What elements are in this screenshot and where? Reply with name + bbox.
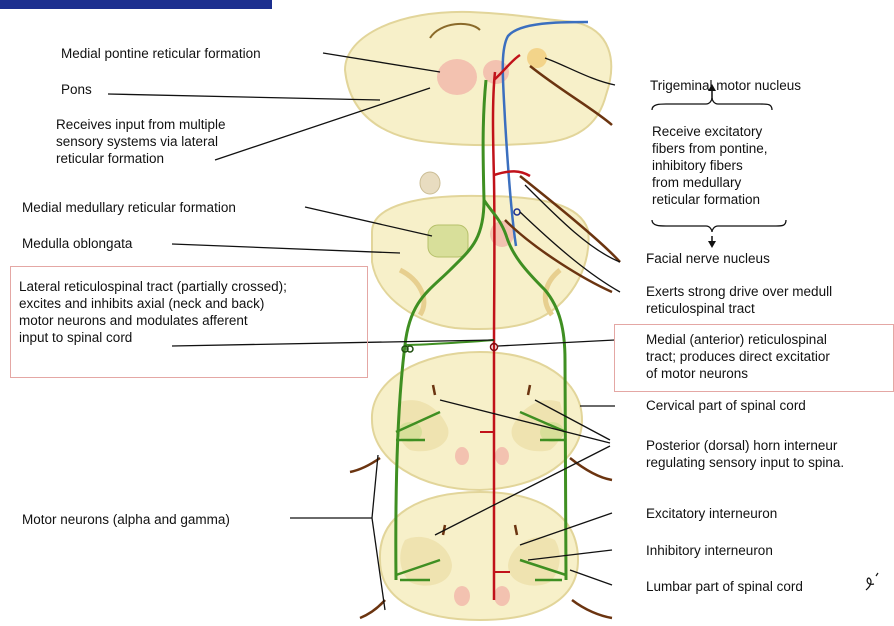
label-facial: Facial nerve nucleus xyxy=(646,250,770,267)
label-inhibitory: Inhibitory interneuron xyxy=(646,542,773,559)
label-lumbar: Lumbar part of spinal cord xyxy=(646,578,803,595)
medial-medullary-nucleus xyxy=(428,225,468,257)
label-trigeminal: Trigeminal motor nucleus xyxy=(650,77,801,94)
label-cervical: Cervical part of spinal cord xyxy=(646,397,806,414)
trigeminal-nucleus xyxy=(527,48,547,68)
pons-section xyxy=(345,12,611,145)
label-posterior-horn: Posterior (dorsal) horn interneur regula… xyxy=(646,437,844,471)
label-medulla: Medulla oblongata xyxy=(22,235,132,252)
label-receives-input: Receives input from multiple sensory sys… xyxy=(56,116,226,167)
label-excitatory: Excitatory interneuron xyxy=(646,505,777,522)
medial-pontine-nucleus xyxy=(437,59,477,95)
label-receive-excitatory: Receive excitatory fibers from pontine, … xyxy=(652,123,768,208)
header-bar xyxy=(0,0,272,9)
rootlet-oval xyxy=(420,172,440,194)
label-medial-pontine: Medial pontine reticular formation xyxy=(61,45,261,62)
label-motor-neurons: Motor neurons (alpha and gamma) xyxy=(22,511,230,528)
label-pons: Pons xyxy=(61,81,92,98)
label-lateral-tract: Lateral reticulospinal tract (partially … xyxy=(19,278,287,346)
medial-tract-red xyxy=(493,72,495,600)
label-medial-tract: Medial (anterior) reticulospinal tract; … xyxy=(646,331,830,382)
label-medial-medullary: Medial medullary reticular formation xyxy=(22,199,236,216)
label-exerts: Exerts strong drive over medull reticulo… xyxy=(646,283,832,317)
